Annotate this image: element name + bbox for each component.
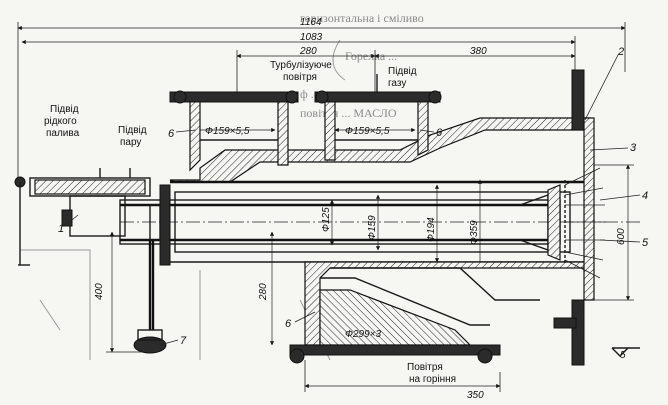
- dim-d359: Ф359: [469, 220, 480, 245]
- callout-3: 3: [630, 142, 637, 154]
- burner-casing: [119, 69, 606, 366]
- labels: 1164 1083 280 380 Турбулізуюче повітря П…: [44, 17, 649, 401]
- label-turbulizing-air-2: повітря: [283, 72, 317, 83]
- dim-d299: Ф299×3: [345, 329, 381, 340]
- label-combustion-air-2: на горіння: [409, 374, 456, 385]
- callout-2: 2: [617, 46, 624, 58]
- callout-6-bottom: 6: [285, 318, 292, 330]
- label-liquid-fuel-1: Підвід: [50, 104, 79, 115]
- callout-6-right: 6: [436, 127, 443, 139]
- top-inlets: [169, 90, 442, 172]
- dim-d159-left: Ф159×5,5: [205, 126, 250, 137]
- label-steam-2: пару: [120, 137, 141, 148]
- dim-1083: 1083: [300, 32, 323, 43]
- label-gas-supply-2: газу: [388, 78, 406, 89]
- label-turbulizing-air-1: Турбулізуюче: [270, 59, 332, 71]
- dim-d159-right: Ф159×5,5: [345, 126, 390, 137]
- svg-text:горизонтальна і сміливо: горизонтальна і сміливо: [300, 11, 424, 25]
- svg-text:повітря ... МАСЛО: повітря ... МАСЛО: [300, 106, 397, 120]
- dim-400: 400: [94, 283, 105, 300]
- leader-lines: [65, 54, 641, 357]
- callout-5: 5: [642, 237, 649, 249]
- callout-6-left: 6: [168, 128, 175, 140]
- callout-7: 7: [180, 335, 187, 347]
- dim-380: 380: [470, 46, 487, 57]
- label-combustion-air-1: Повітря: [407, 362, 443, 373]
- label-steam-1: Підвід: [118, 125, 147, 136]
- label-liquid-fuel-3: палива: [46, 128, 80, 139]
- dim-d125: Ф125: [321, 207, 332, 232]
- bleed-through-text: горизонтальна і сміливо Горелка ... ф ..…: [20, 11, 429, 361]
- dim-280-vertical: 280: [258, 283, 269, 301]
- dim-d159-inner: Ф159: [367, 215, 378, 240]
- label-liquid-fuel-2: рідкого: [44, 116, 77, 127]
- label-gas-supply-1: Підвід: [388, 66, 417, 77]
- dim-600: 600: [616, 228, 627, 245]
- callout-1: 1: [58, 223, 64, 235]
- callout-4: 4: [642, 190, 648, 202]
- fuel-steam-supply: [14, 168, 167, 354]
- dim-350: 350: [467, 390, 484, 401]
- dim-d194: Ф194: [426, 217, 437, 242]
- dimension-lines: [17, 22, 634, 392]
- dim-280-top: 280: [299, 46, 317, 57]
- bottom-inlet: [289, 317, 577, 364]
- level-mark: 5: [620, 350, 626, 361]
- dim-1164: 1164: [300, 17, 322, 28]
